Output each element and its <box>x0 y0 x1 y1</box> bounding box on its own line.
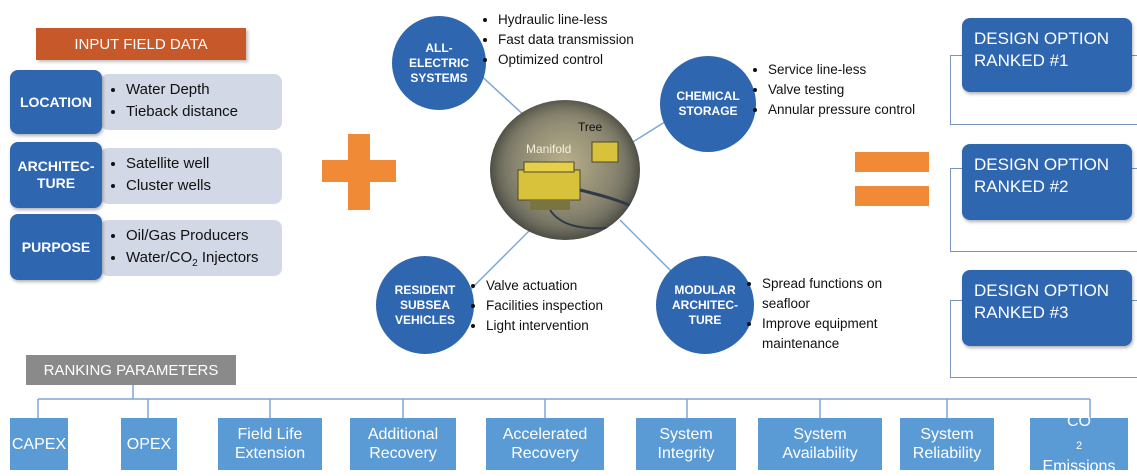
architecture-label: ARCHITEC- TURE <box>10 142 102 208</box>
feature-item: Annular pressure control <box>768 100 922 120</box>
ranking-tree-connectors <box>37 385 1091 418</box>
feature-item: Valve testing <box>768 80 922 100</box>
param-opex: OPEX <box>121 418 177 470</box>
subsea-equipment-image: Tree Manifold <box>490 100 640 240</box>
input-item: Water Depth <box>126 79 282 101</box>
design-option-line: DESIGN OPTION <box>974 29 1110 48</box>
input-item: Oil/Gas Producers <box>126 225 282 247</box>
circle-label-line: SYSTEMS <box>410 70 468 85</box>
modular-architecture-circle: MODULAR ARCHITEC- TURE <box>656 256 754 354</box>
design-option-1: DESIGN OPTION RANKED #1 <box>962 18 1132 92</box>
param-capex: CAPEX <box>10 418 68 470</box>
chemical-storage-circle: CHEMICAL STORAGE <box>660 56 756 152</box>
circle-label-line: RESIDENT <box>394 282 456 297</box>
plus-sign-vertical <box>348 134 370 210</box>
circle-label-line: VEHICLES <box>394 312 455 327</box>
location-items-panel: Water Depth Tieback distance <box>100 74 282 130</box>
input-item: Cluster wells <box>126 175 282 197</box>
circle-label-line: STORAGE <box>678 104 738 118</box>
param-label: System <box>920 426 974 443</box>
design-option-line: DESIGN OPTION <box>974 281 1110 300</box>
param-co2-emissions: CO 2 Emissions <box>1030 413 1128 475</box>
feature-item: Light intervention <box>486 316 603 336</box>
param-label: Emissions <box>1042 457 1116 475</box>
param-label: Accelerated <box>502 426 588 443</box>
input-item: Water/CO2 Injectors <box>126 247 282 275</box>
input-item: Satellite well <box>126 153 282 175</box>
manifold-illustration <box>517 141 640 230</box>
equals-sign-bottom <box>855 186 929 206</box>
connector-line <box>459 219 541 301</box>
ranking-parameters-banner: RANKING PARAMETERS <box>26 355 236 385</box>
circle-label-line: ELECTRIC <box>409 55 469 70</box>
design-option-line: RANKED #1 <box>974 51 1069 70</box>
modular-architecture-features: Spread functions on seafloor Improve equ… <box>746 274 916 354</box>
resident-subsea-vehicles-circle: RESIDENT SUBSEA VEHICLES <box>376 256 474 354</box>
architecture-items-panel: Satellite well Cluster wells <box>100 148 282 204</box>
circle-label-line: TURE <box>688 312 722 327</box>
subscript: 2 <box>1075 440 1083 453</box>
param-label: Recovery <box>369 445 437 462</box>
manifold-label: Manifold <box>526 142 572 156</box>
param-label: Availability <box>782 445 858 462</box>
design-option-line: RANKED #3 <box>974 303 1069 322</box>
param-label: CO 2 <box>1067 412 1091 456</box>
input-item-text: Water/CO <box>126 249 193 266</box>
feature-item: Spread functions on seafloor <box>762 274 916 314</box>
tree-label: Tree <box>578 120 603 134</box>
feature-item: Service line-less <box>768 60 922 80</box>
subscript: 2 <box>192 258 198 269</box>
param-label: System <box>793 426 847 443</box>
equals-sign-top <box>855 152 929 172</box>
param-label: Additional <box>367 426 439 443</box>
param-label-text: CO <box>1067 413 1091 431</box>
design-option-line: RANKED #2 <box>974 177 1069 196</box>
resident-subsea-features: Valve actuation Facilities inspection Li… <box>470 276 603 336</box>
location-label: LOCATION <box>10 70 102 134</box>
circle-label-line: SUBSEA <box>399 297 450 312</box>
architecture-label-line: TURE <box>36 175 76 191</box>
architecture-label-line: ARCHITEC- <box>17 158 95 174</box>
param-label: System <box>659 426 713 443</box>
input-item: Tieback distance <box>126 101 282 123</box>
circle-label-line: ALL- <box>425 40 453 55</box>
circle-label-line: MODULAR <box>674 282 736 297</box>
param-label: Recovery <box>511 445 579 462</box>
purpose-label: PURPOSE <box>10 214 102 280</box>
circle-label-line: CHEMICAL <box>676 89 740 103</box>
design-option-3: DESIGN OPTION RANKED #3 <box>962 270 1132 346</box>
circle-label-line: ARCHITEC- <box>672 297 738 312</box>
param-label: Integrity <box>657 445 715 462</box>
param-label: Extension <box>234 445 306 462</box>
feature-item: Optimized control <box>498 50 634 70</box>
all-electric-features: Hydraulic line-less Fast data transmissi… <box>482 10 634 70</box>
feature-item: Hydraulic line-less <box>498 10 634 30</box>
feature-item: Valve actuation <box>486 276 603 296</box>
feature-item: Improve equipment maintenance <box>762 314 916 354</box>
chemical-storage-features: Service line-less Valve testing Annular … <box>752 60 922 120</box>
param-label: Field Life <box>237 426 303 443</box>
param-label: CAPEX <box>11 435 67 453</box>
param-label: Reliability <box>912 445 982 462</box>
feature-item: Fast data transmission <box>498 30 634 50</box>
input-field-data-banner: INPUT FIELD DATA <box>36 28 246 60</box>
purpose-items-panel: Oil/Gas Producers Water/CO2 Injectors <box>100 220 282 276</box>
param-label: OPEX <box>126 435 172 453</box>
design-option-line: DESIGN OPTION <box>974 155 1110 174</box>
feature-item: Facilities inspection <box>486 296 603 316</box>
all-electric-systems-circle: ALL- ELECTRIC SYSTEMS <box>392 16 486 110</box>
design-option-2: DESIGN OPTION RANKED #2 <box>962 144 1132 220</box>
input-item-text: Injectors <box>197 249 259 266</box>
